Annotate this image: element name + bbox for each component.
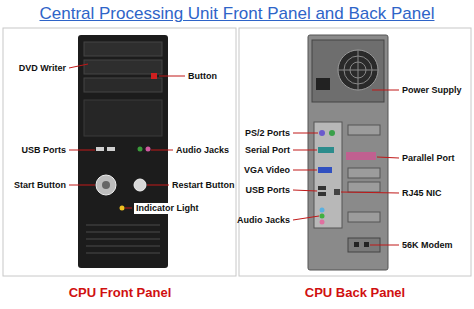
rj45-port — [334, 189, 340, 195]
panel-caption: CPU Back Panel — [305, 285, 405, 300]
tower-body — [78, 35, 168, 268]
usb-port — [107, 147, 115, 151]
diagram-title: Central Processing Unit Front Panel and … — [40, 4, 435, 24]
vga-port — [318, 167, 332, 173]
expansion-slots — [348, 125, 380, 222]
bay-cover — [84, 100, 162, 136]
usb-port — [318, 186, 326, 190]
start-button-core — [102, 181, 110, 189]
part-label: Button — [188, 71, 217, 82]
back-frame — [239, 28, 471, 276]
power-socket — [316, 78, 330, 90]
audio-jack — [320, 214, 325, 219]
indicator-light — [120, 206, 125, 211]
fan-grille — [338, 50, 378, 90]
front-tower — [78, 35, 168, 268]
part-label: Power Supply — [402, 85, 462, 96]
audio-jack — [146, 147, 151, 152]
ps2-port — [329, 130, 335, 136]
restart-button — [134, 179, 146, 191]
power-supply — [312, 40, 384, 102]
audio-jack — [320, 220, 325, 225]
leader-lines — [69, 64, 399, 245]
drive-bay — [84, 60, 162, 74]
serial-port — [318, 147, 334, 153]
usb-port — [318, 192, 326, 196]
ps2-port — [319, 130, 325, 136]
part-label: Start Button — [14, 180, 66, 191]
part-label: PS/2 Ports — [245, 128, 290, 139]
start-button — [96, 175, 116, 195]
part-label: Serial Port — [245, 145, 290, 156]
part-label: RJ45 NIC — [402, 188, 442, 199]
part-label: Audio Jacks — [237, 215, 290, 226]
panel-caption: CPU Front Panel — [69, 285, 172, 300]
parallel-port — [346, 152, 376, 160]
front-frame — [3, 28, 236, 276]
part-label: DVD Writer — [19, 63, 66, 74]
tower-body — [308, 35, 388, 270]
part-label: Restart Button — [172, 180, 235, 191]
usb-port — [96, 147, 104, 151]
audio-jack — [138, 147, 143, 152]
back-tower — [308, 35, 388, 270]
part-label: VGA Video — [244, 165, 290, 176]
part-label: USB Ports — [245, 185, 290, 196]
modem-jack — [364, 242, 369, 247]
io-panel — [314, 122, 342, 228]
modem-jack — [354, 242, 359, 247]
drive-bay — [84, 42, 162, 56]
part-label: USB Ports — [21, 145, 66, 156]
part-label: Audio Jacks — [176, 145, 229, 156]
part-label: Parallel Port — [402, 153, 455, 164]
audio-jack — [320, 208, 325, 213]
drive-bay — [84, 78, 162, 92]
eject-button — [151, 73, 157, 79]
part-label: 56K Modem — [402, 240, 453, 251]
part-label: Indicator Light — [134, 203, 201, 214]
vent-grille — [86, 225, 160, 253]
fan — [338, 50, 378, 90]
